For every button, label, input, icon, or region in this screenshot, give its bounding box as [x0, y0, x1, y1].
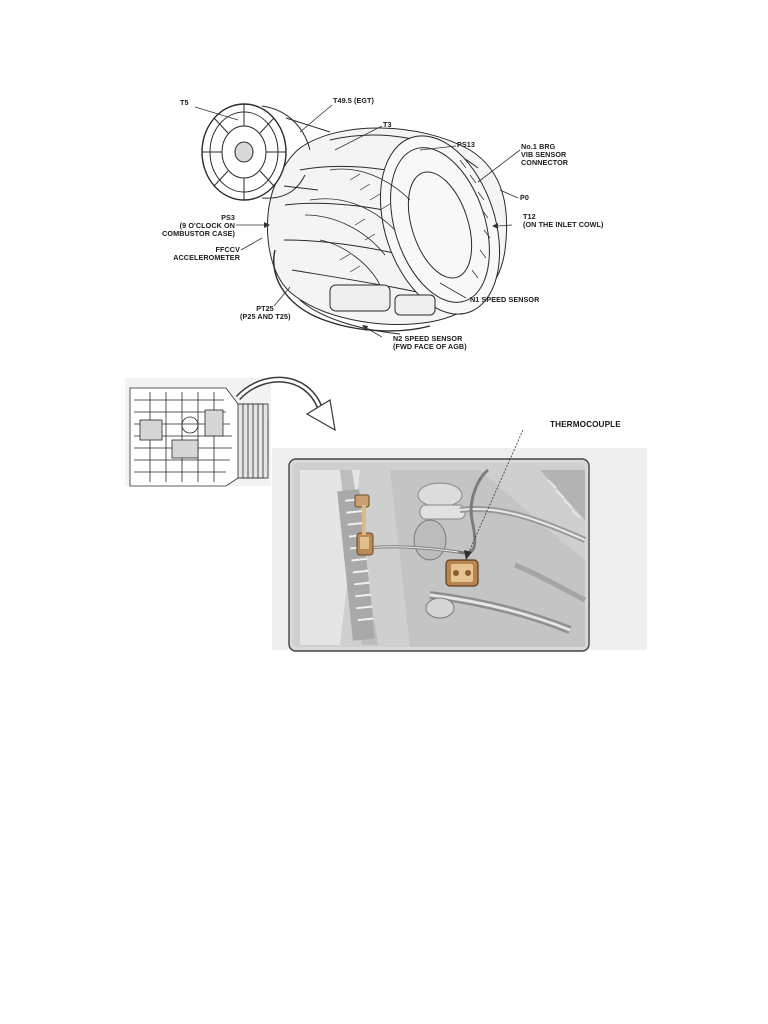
engine-side-view: [125, 378, 271, 487]
label-p0: P0: [520, 193, 529, 202]
label-pt25: PT25 (P25 AND T25): [240, 304, 291, 321]
label-t5: T5: [180, 98, 189, 107]
thermocouple-photo: [288, 458, 590, 652]
label-ps13: PS13: [457, 140, 475, 149]
label-ps3: PS3 (9 O'CLOCK ON COMBUSTOR CASE): [162, 213, 235, 238]
thermocouple-leader: [464, 429, 524, 560]
label-t49-5-egt: T49.5 (EGT): [333, 96, 375, 105]
label-ffccv-accelerometer: FFCCV ACCELEROMETER: [173, 245, 240, 262]
label-n1-speed-sensor: N1 SPEED SENSOR: [470, 295, 540, 304]
leader-arrowheads: [264, 222, 498, 331]
callout-arrow: [235, 376, 336, 432]
label-n2-speed-sensor: N2 SPEED SENSOR (FWD FACE OF AGB): [393, 334, 467, 351]
label-t3: T3: [383, 120, 392, 129]
label-t12: T12 (ON THE INLET COWL): [523, 212, 604, 229]
engine-illustration: [201, 103, 508, 335]
leader-lines: [194, 104, 521, 338]
label-thermocouple: THERMOCOUPLE: [550, 420, 621, 429]
label-no1-brg-vib-sensor-connector: No.1 BRG VIB SENSOR CONNECTOR: [521, 142, 569, 167]
